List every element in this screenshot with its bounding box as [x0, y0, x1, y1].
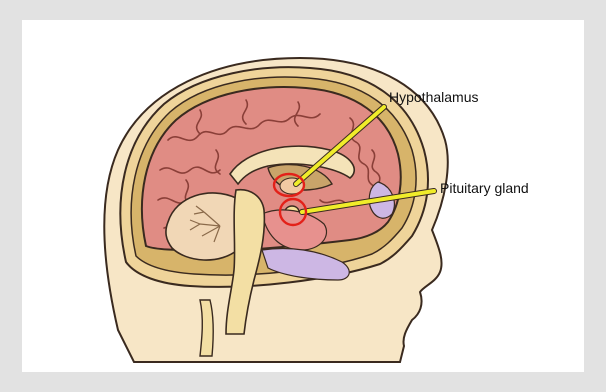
spinal-column: [200, 300, 213, 356]
pituitary-gland-label: Pituitary gland: [440, 180, 529, 196]
hypothalamus-label: Hypothalamus: [389, 89, 479, 105]
